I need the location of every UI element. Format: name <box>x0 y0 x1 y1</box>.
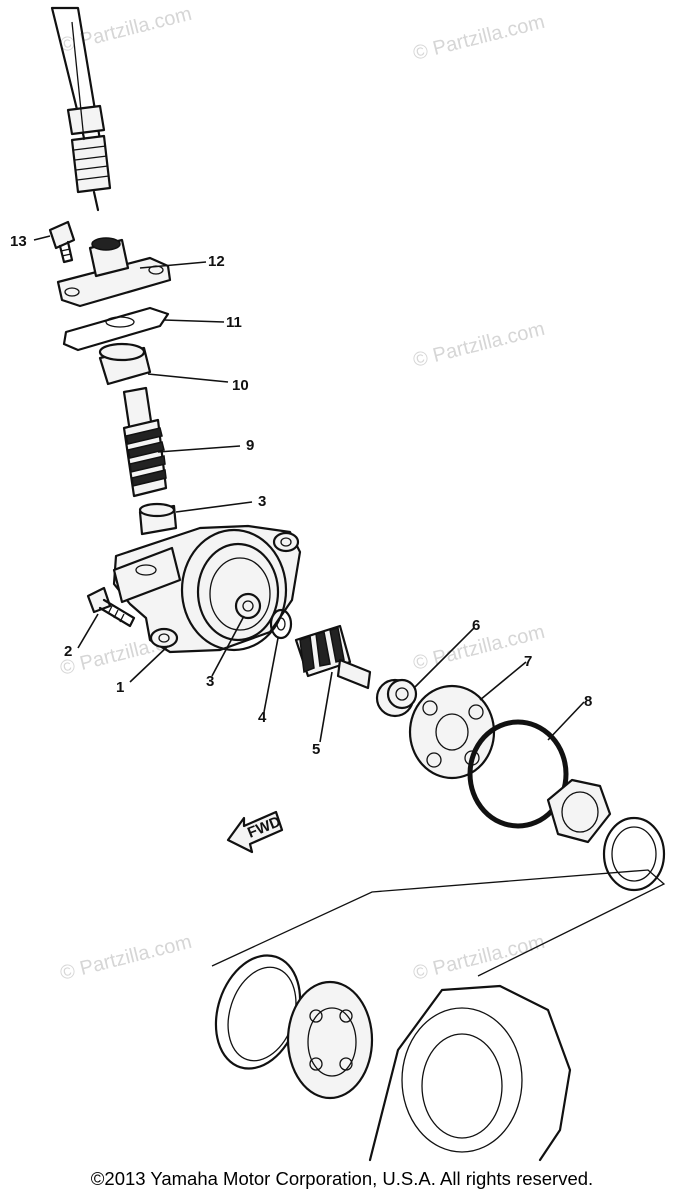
watermark: © Partzilla.com <box>411 318 547 372</box>
forward-arrow: FWD <box>226 810 283 854</box>
watermark: © Partzilla.com <box>58 931 194 985</box>
part-13-bolt <box>48 220 76 264</box>
callout-11: 11 <box>226 314 242 331</box>
part-10-bushing <box>98 342 152 386</box>
callout-6: 6 <box>472 617 480 634</box>
part-12-flange <box>56 237 172 308</box>
nut-and-washer <box>546 778 666 892</box>
part-5-gear <box>294 624 372 690</box>
watermark: © Partzilla.com <box>411 11 547 65</box>
callout-3-lower: 3 <box>206 673 214 690</box>
leader-lines <box>33 235 585 743</box>
callout-7: 7 <box>524 653 532 670</box>
watermark-layer: © Partzilla.com © Partzilla.com © Partzi… <box>58 3 547 985</box>
callout-12: 12 <box>208 253 225 270</box>
part-9-worm-shaft <box>122 386 168 498</box>
part-1-housing <box>112 524 302 654</box>
part-6-oil-seal <box>375 678 418 718</box>
part-3-washer-upper <box>138 502 178 536</box>
callout-4: 4 <box>258 709 267 726</box>
callout-8: 8 <box>584 693 592 710</box>
part-3-washer-lower <box>234 592 262 620</box>
callout-numbers: 13 12 11 10 9 3 2 1 3 4 5 6 7 8 <box>10 233 592 758</box>
speedometer-cable <box>50 6 112 212</box>
callout-3-upper: 3 <box>258 493 266 510</box>
part-2-bolt <box>86 586 136 628</box>
callout-13: 13 <box>10 233 27 250</box>
watermark: © Partzilla.com <box>411 931 547 985</box>
lower-assembly <box>211 869 666 1162</box>
copyright-notice: ©2013 Yamaha Motor Corporation, U.S.A. A… <box>90 1168 594 1189</box>
callout-9: 9 <box>246 437 254 454</box>
callout-10: 10 <box>232 377 249 394</box>
callout-2: 2 <box>64 643 72 660</box>
callout-5: 5 <box>312 741 320 758</box>
callout-1: 1 <box>116 679 124 696</box>
part-4-washer <box>269 608 293 640</box>
part-8-o-ring <box>467 719 569 829</box>
part-11-gasket <box>62 306 170 352</box>
